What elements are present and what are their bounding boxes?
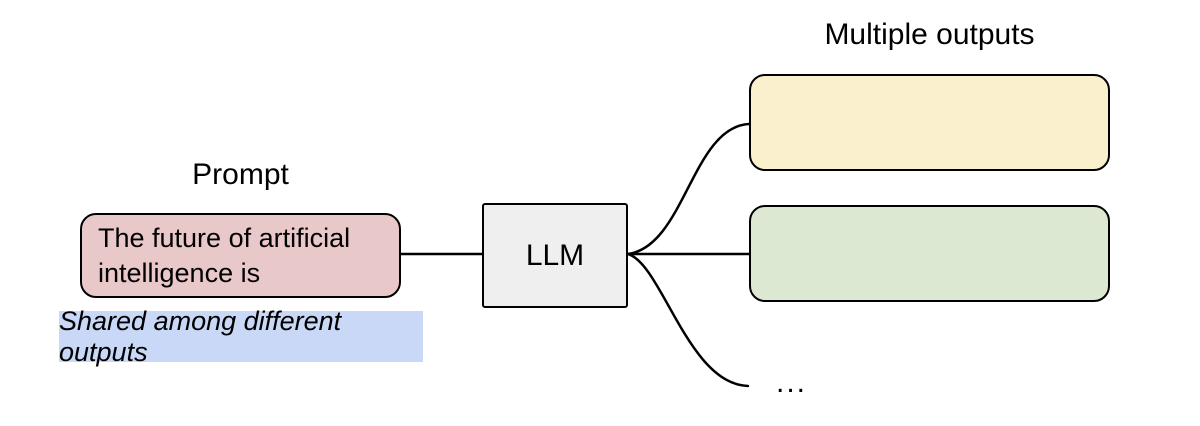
prompt-note-text: Shared among different outputs — [59, 305, 342, 367]
output-box-1 — [749, 74, 1110, 171]
prompt-box: The future of artificial intelligence is — [80, 213, 401, 298]
connector-llm-to-ellipsis — [626, 252, 750, 388]
llm-box: LLM — [482, 203, 628, 308]
multiple-outputs-title: Multiple outputs — [824, 18, 1035, 51]
prompt-title: Prompt — [192, 158, 289, 191]
more-outputs-ellipsis: ... — [776, 366, 808, 399]
output-box-2 — [749, 205, 1110, 302]
connector-llm-to-output-top — [626, 122, 751, 256]
llm-label: LLM — [525, 238, 585, 272]
prompt-note: Shared among different outputs — [59, 306, 423, 367]
prompt-text: The future of artificial intelligence is — [98, 222, 351, 288]
